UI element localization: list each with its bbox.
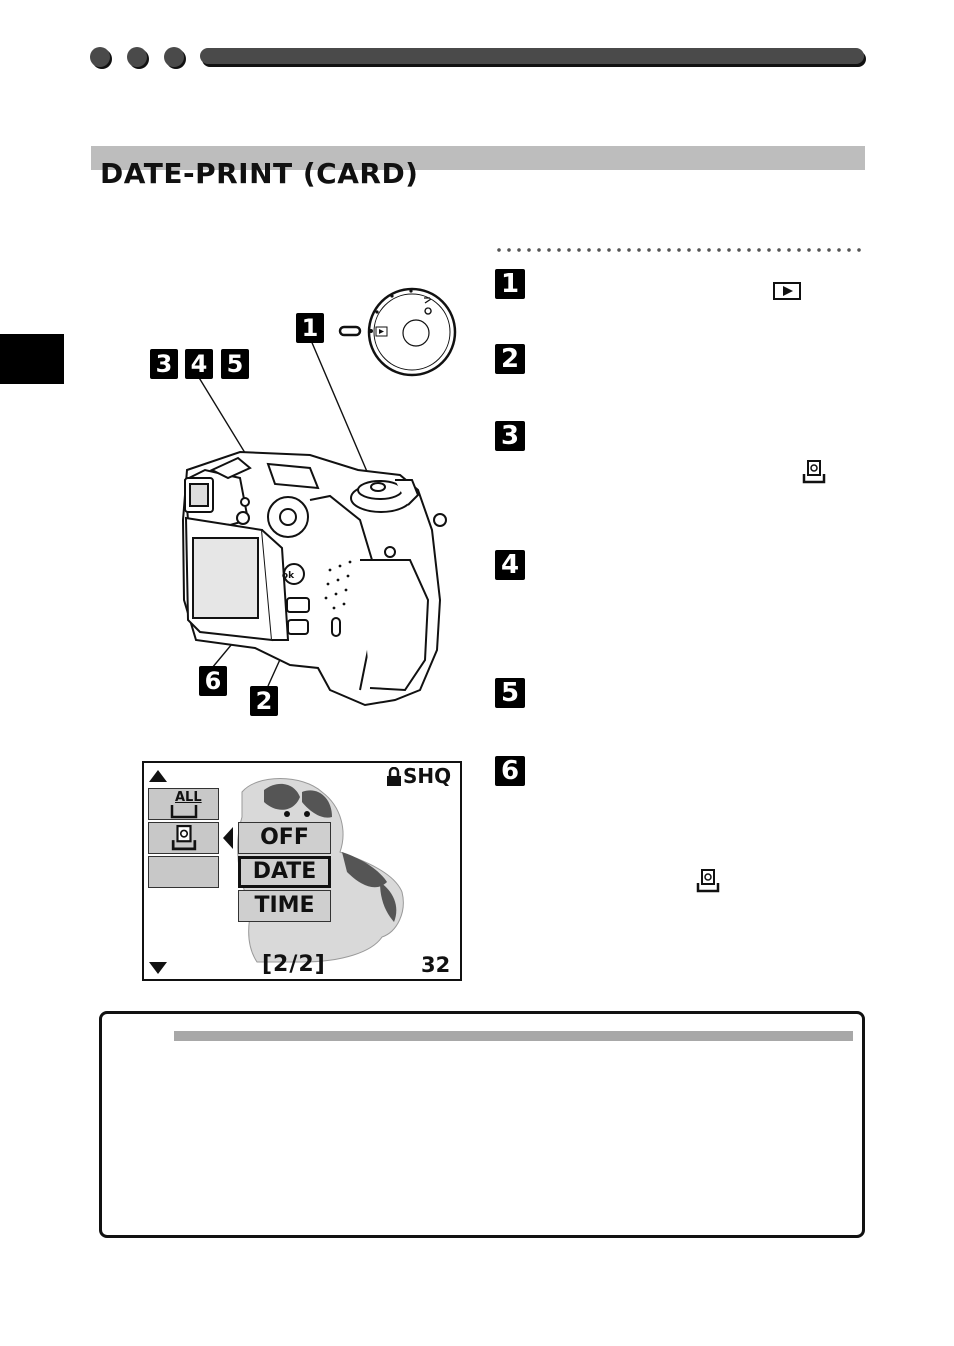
lcd-screen: ALL OFF DATE TIME SHQ [2/2] 32 — [142, 761, 462, 981]
option-date[interactable]: DATE — [238, 856, 331, 888]
step-2-number: 2 — [495, 344, 525, 374]
page-indicator: [2/2] — [262, 952, 326, 977]
print-reserve-icon — [171, 825, 197, 851]
header-dot-3 — [164, 47, 184, 67]
callout-5: 5 — [221, 349, 249, 379]
step-5-number: 5 — [495, 678, 525, 708]
frames-remaining: 32 — [421, 953, 451, 977]
quality-indicator: SHQ — [403, 764, 452, 788]
mode-dial-icon — [338, 287, 457, 377]
option-off[interactable]: OFF — [238, 822, 331, 854]
empty-option[interactable] — [148, 856, 219, 888]
step-6-number: 6 — [495, 756, 525, 786]
option-time[interactable]: TIME — [238, 890, 331, 922]
callout-2: 2 — [250, 686, 278, 716]
note-header-band — [174, 1031, 853, 1041]
scroll-up-icon[interactable] — [149, 770, 167, 782]
scroll-down-icon[interactable] — [149, 962, 167, 974]
callout-3: 3 — [150, 349, 178, 379]
chapter-tab — [0, 334, 64, 384]
print-all-icon — [170, 805, 198, 819]
all-label: ALL — [175, 790, 202, 805]
print-reserve-icon — [696, 869, 720, 893]
callout-4: 4 — [185, 349, 213, 379]
header-bar — [200, 48, 864, 64]
step-1-number: 1 — [495, 269, 525, 299]
lock-icon — [387, 767, 401, 786]
steps-divider — [494, 248, 866, 252]
all-frames-option[interactable]: ALL — [148, 788, 219, 820]
playback-icon — [773, 282, 801, 300]
step-4-number: 4 — [495, 550, 525, 580]
page-title: DATE-PRINT (CARD) — [100, 157, 419, 190]
date-print-option[interactable] — [148, 822, 219, 854]
step-3-number: 3 — [495, 421, 525, 451]
callout-6: 6 — [199, 666, 227, 696]
print-reserve-icon — [802, 460, 826, 484]
header-dot-1 — [90, 47, 110, 67]
title-band — [91, 146, 865, 170]
header-dot-2 — [127, 47, 147, 67]
svg-text:ok: ok — [282, 571, 295, 581]
selection-arrow-icon — [223, 827, 233, 849]
callout-1: 1 — [296, 313, 324, 343]
camera-diagram: ok — [181, 287, 457, 707]
note-box — [99, 1011, 865, 1238]
